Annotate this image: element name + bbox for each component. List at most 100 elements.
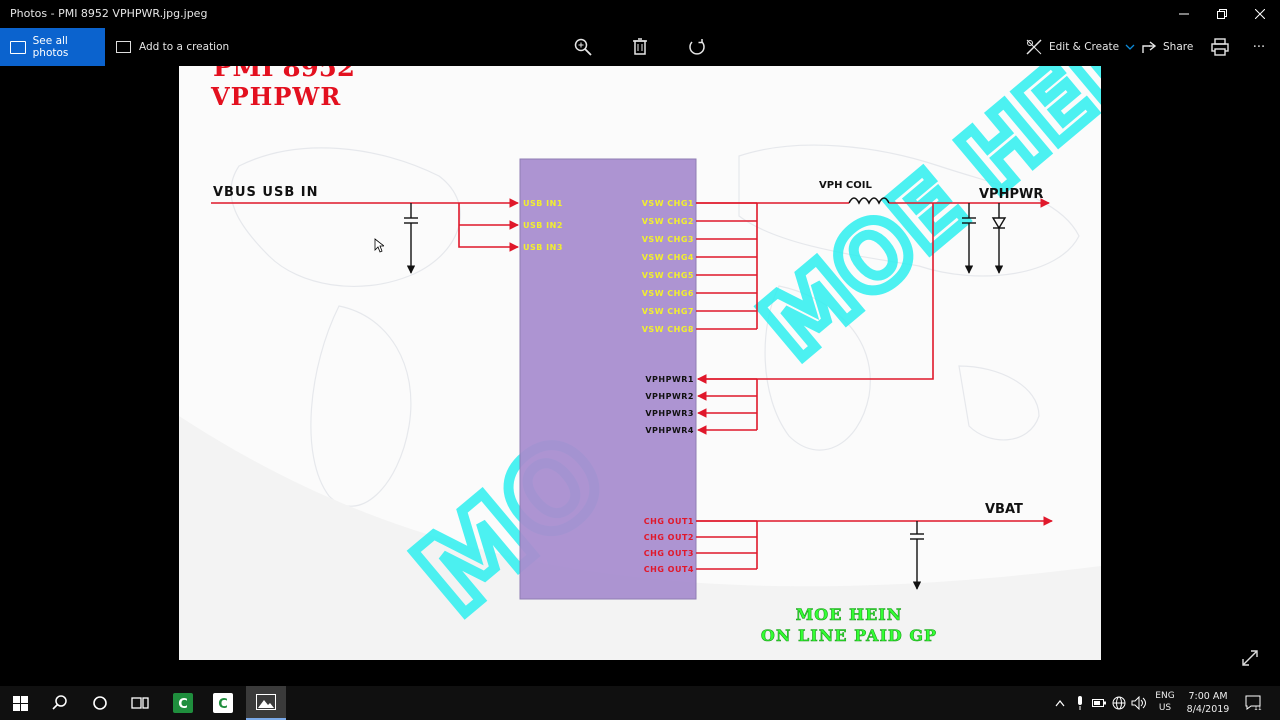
vsw-pin-label: VSW CHG1 xyxy=(642,199,694,208)
taskbar: C C ENG US 7:00 AM 8/4/2019 11 xyxy=(0,686,1280,720)
minimize-icon xyxy=(1179,13,1189,15)
zoom-icon xyxy=(574,38,592,56)
cortana-icon xyxy=(93,696,107,710)
chg-out-pin-label: CHG OUT4 xyxy=(644,565,694,574)
battery-tray-button[interactable] xyxy=(1090,686,1108,720)
clock[interactable]: 7:00 AM 8/4/2019 xyxy=(1182,690,1234,716)
vsw-pin-label: VSW CHG8 xyxy=(642,325,694,334)
vbus-usb-in-label: VBUS USB IN xyxy=(213,185,319,200)
edit-icon xyxy=(1026,39,1042,55)
share-button[interactable]: Share xyxy=(1141,28,1193,66)
schematic-image: PMI 8952 VPHPWR MOE HEIN MO VBUS USB IN … xyxy=(179,66,1101,660)
show-hidden-icons-button[interactable] xyxy=(1052,686,1068,720)
vbus-capacitor xyxy=(404,203,418,274)
globe-network-icon xyxy=(1112,696,1126,710)
vphpwr-pin-label: VPHPWR4 xyxy=(645,426,694,435)
print-button[interactable] xyxy=(1209,36,1231,58)
vsw-pin-label: VSW CHG6 xyxy=(642,289,694,298)
vphpwr-pin-label: VPHPWR2 xyxy=(645,392,694,401)
vsw-pin-label: VSW CHG2 xyxy=(642,217,694,226)
volume-tray-button[interactable] xyxy=(1130,686,1148,720)
svg-text:C: C xyxy=(178,697,188,712)
vphpwr-pin-label: VPHPWR3 xyxy=(645,409,694,418)
cortana-button[interactable] xyxy=(84,686,116,720)
clock-date: 8/4/2019 xyxy=(1186,704,1230,715)
vph-coil-label: VPH COIL xyxy=(819,180,872,191)
app-toolbar: See all photos Add to a creation Edit & … xyxy=(0,28,1280,66)
background-swoosh xyxy=(179,416,1101,660)
search-button[interactable] xyxy=(44,686,76,720)
start-icon xyxy=(12,695,28,711)
add-to-creation-button[interactable]: Add to a creation xyxy=(116,28,229,66)
expand-icon xyxy=(1242,650,1258,666)
edit-create-button[interactable]: Edit & Create xyxy=(1025,28,1135,66)
battery-icon xyxy=(1092,699,1106,707)
network-tray-button[interactable] xyxy=(1110,686,1128,720)
share-label: Share xyxy=(1163,41,1194,53)
title-bar: Photos - PMI 8952 VPHPWR.jpg.jpeg xyxy=(0,0,1280,28)
delete-icon xyxy=(633,38,647,55)
vphpwr-output-label: VPHPWR xyxy=(979,187,1043,202)
photos-icon xyxy=(256,694,276,710)
schematic-diagram: PMI 8952 VPHPWR MOE HEIN MO VBUS USB IN … xyxy=(179,66,1101,660)
vsw-pin-label: VSW CHG4 xyxy=(642,253,694,262)
photos-collection-icon xyxy=(10,40,26,54)
restore-button[interactable] xyxy=(1203,0,1241,28)
vbat-label: VBAT xyxy=(985,502,1023,517)
vphpwr-capacitor xyxy=(962,203,976,274)
region-code: US xyxy=(1158,703,1172,713)
minimize-button[interactable] xyxy=(1165,0,1203,28)
vsw-pin-label: VSW CHG5 xyxy=(642,271,694,280)
more-options-button[interactable]: ··· xyxy=(1252,39,1266,55)
language-code: ENG xyxy=(1155,691,1175,701)
input-language-indicator[interactable]: ENG US xyxy=(1152,690,1178,714)
camtasia-recorder-taskbar-button[interactable]: C xyxy=(206,686,240,720)
microphone-tray-button[interactable] xyxy=(1072,686,1088,720)
rotate-button[interactable] xyxy=(686,36,708,58)
svg-text:11: 11 xyxy=(1254,705,1262,711)
close-button[interactable] xyxy=(1241,0,1279,28)
camtasia-taskbar-button[interactable]: C xyxy=(166,686,200,720)
start-button[interactable] xyxy=(4,686,36,720)
share-icon xyxy=(1142,41,1157,53)
chg-out-pin-label: CHG OUT3 xyxy=(644,549,694,558)
chevron-up-icon xyxy=(1055,700,1065,707)
photos-taskbar-button[interactable] xyxy=(246,686,286,720)
vbat-capacitor xyxy=(910,521,924,590)
world-map-background xyxy=(230,144,1080,507)
task-view-button[interactable] xyxy=(124,686,156,720)
window-title: Photos - PMI 8952 VPHPWR.jpg.jpeg xyxy=(10,7,208,20)
volume-icon xyxy=(1131,696,1146,710)
svg-text:C: C xyxy=(218,697,228,712)
footer-line-2: ON LINE PAID GP xyxy=(761,626,937,645)
clock-time: 7:00 AM xyxy=(1188,691,1228,702)
see-all-photos-label: See all photos xyxy=(32,35,69,59)
heading-line-2: VPHPWR xyxy=(210,82,341,111)
notification-icon: 11 xyxy=(1245,695,1262,711)
full-screen-button[interactable] xyxy=(1240,648,1262,670)
add-to-creation-label: Add to a creation xyxy=(139,41,230,53)
chg-out-pin-label: CHG OUT2 xyxy=(644,533,694,542)
watermark-moe-hein: MOE HEIN xyxy=(743,66,1101,379)
see-all-photos-button[interactable]: See all photos xyxy=(0,28,105,66)
mouse-cursor xyxy=(374,238,384,253)
pmi-chip xyxy=(519,158,697,600)
pin-usb-in1: USB IN1 xyxy=(523,199,563,208)
footer-line-1: MOE HEIN xyxy=(796,605,903,624)
vphpwr-feedback-wire xyxy=(697,203,934,384)
zoom-button[interactable] xyxy=(572,36,594,58)
edit-create-label: Edit & Create xyxy=(1049,41,1120,53)
microphone-icon xyxy=(1078,696,1082,710)
chg-out-pin-label: CHG OUT1 xyxy=(644,517,694,526)
print-icon xyxy=(1211,38,1229,56)
camtasia-icon: C xyxy=(173,693,193,713)
close-icon xyxy=(1255,9,1265,19)
pin-usb-in2: USB IN2 xyxy=(523,221,563,230)
creation-icon xyxy=(116,41,131,53)
action-center-button[interactable]: 11 xyxy=(1242,686,1266,720)
rotate-icon xyxy=(689,39,705,55)
delete-button[interactable] xyxy=(629,36,651,58)
image-viewer: PMI 8952 VPHPWR MOE HEIN MO VBUS USB IN … xyxy=(0,66,1280,686)
camtasia-recorder-icon: C xyxy=(213,693,233,713)
heading-line-1: PMI 8952 xyxy=(213,66,355,83)
